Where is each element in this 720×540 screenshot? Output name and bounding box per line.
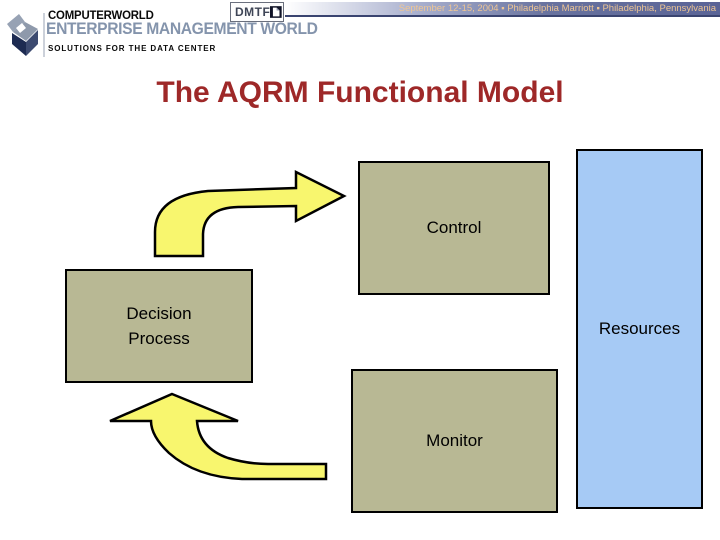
- brand-computerworld: COMPUTERWORLD: [48, 8, 154, 22]
- dmtf-logo-label: DMTF: [235, 5, 271, 19]
- control-box-label: Control: [426, 218, 482, 237]
- brand-divider: [43, 13, 45, 57]
- brand-enterprise-management-world: ENTERPRISE MANAGEMENT WORLD: [46, 19, 318, 38]
- event-info-text: September 12-15, 2004 ▪ Philadelphia Mar…: [398, 3, 716, 14]
- dmtf-logo: DMTF: [230, 2, 284, 22]
- dmtf-document-icon: [270, 6, 282, 18]
- brand-tagline: SOLUTIONS FOR THE DATA CENTER: [48, 44, 217, 53]
- decision-process-box: Decision Process: [65, 269, 253, 383]
- resources-box: Resources: [576, 149, 703, 509]
- monitor-box-label: Monitor: [426, 431, 483, 450]
- arrow-monitor-to-decision: [109, 392, 328, 481]
- event-info-bar: September 12-15, 2004 ▪ Philadelphia Mar…: [285, 2, 720, 17]
- decision-process-box-label: Decision Process: [126, 304, 192, 348]
- resources-box-label: Resources: [598, 319, 681, 338]
- slide-title: The AQRM Functional Model: [156, 76, 564, 109]
- monitor-box: Monitor: [351, 369, 558, 513]
- control-box: Control: [358, 161, 550, 295]
- arrow-decision-to-control: [153, 169, 347, 258]
- computerworld-logo-icon: [7, 14, 38, 56]
